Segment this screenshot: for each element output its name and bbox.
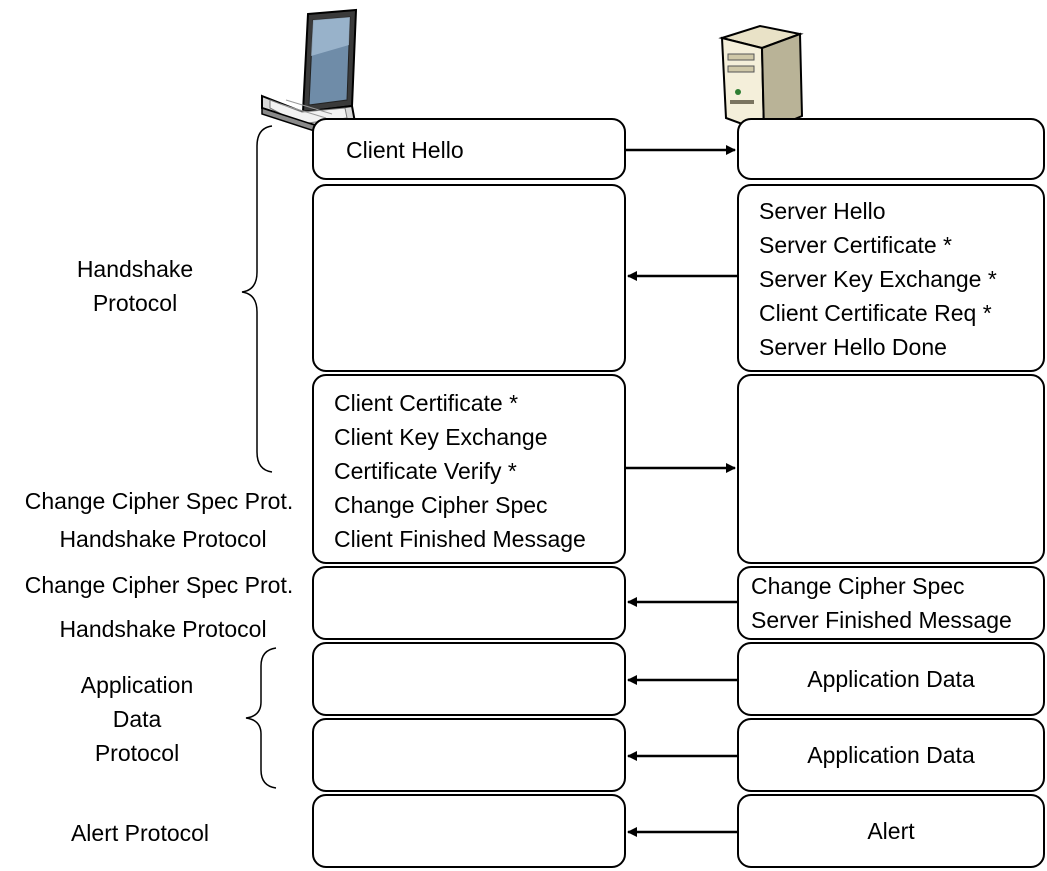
message-label: Server Hello [759, 198, 886, 224]
handshake-protocol-group-label: Handshake Protocol [60, 252, 210, 320]
group-label-line: Handshake [76, 256, 194, 282]
server-message-box: Application Data [737, 718, 1045, 792]
server-message-box [737, 374, 1045, 564]
client-message-box [312, 566, 626, 640]
client-message-box: Client Certificate * Client Key Exchange… [312, 374, 626, 564]
client-message-box: Client Hello [312, 118, 626, 180]
message-label: Client Key Exchange [334, 424, 548, 450]
server-message-box: Server Hello Server Certificate * Server… [737, 184, 1045, 372]
message-label: Server Hello Done [759, 334, 947, 360]
change-cipher-spec-prot-label: Change Cipher Spec Prot. [24, 572, 294, 598]
message-label: Change Cipher Spec [334, 492, 548, 518]
application-data-protocol-group-label: Application Data Protocol [62, 668, 212, 770]
message-label: Client Certificate * [334, 390, 519, 416]
message-label: Change Cipher Spec [751, 573, 965, 599]
server-message-box [737, 118, 1045, 180]
message-label: Alert [867, 818, 915, 844]
message-label: Client Hello [346, 137, 464, 163]
server-message-box: Change Cipher Spec Server Finished Messa… [737, 566, 1045, 640]
group-label-line: Protocol [92, 290, 178, 316]
change-cipher-spec-prot-label: Change Cipher Spec Prot. [24, 488, 294, 514]
message-label: Application Data [807, 742, 975, 768]
alert-protocol-label: Alert Protocol [70, 820, 210, 846]
message-label: Server Finished Message [751, 607, 1012, 633]
message-label: Server Key Exchange * [759, 266, 997, 292]
server-tower-icon [718, 24, 804, 134]
handshake-brace [241, 125, 273, 473]
group-label-line: Protocol [94, 740, 180, 766]
message-label: Client Finished Message [334, 526, 586, 552]
application-data-brace [245, 647, 277, 789]
client-message-box [312, 184, 626, 372]
message-label: Client Certificate Req * [759, 300, 992, 326]
client-message-box [312, 718, 626, 792]
message-label: Server Certificate * [759, 232, 953, 258]
message-label: Application Data [807, 666, 975, 692]
server-message-box: Application Data [737, 642, 1045, 716]
group-label-line: Application [80, 672, 194, 698]
client-message-box [312, 794, 626, 868]
handshake-protocol-label: Handshake Protocol [59, 526, 267, 552]
client-message-box [312, 642, 626, 716]
message-label: Certificate Verify * [334, 458, 517, 484]
group-label-line: Data [112, 706, 162, 732]
server-message-box: Alert [737, 794, 1045, 868]
handshake-protocol-label: Handshake Protocol [59, 616, 267, 642]
